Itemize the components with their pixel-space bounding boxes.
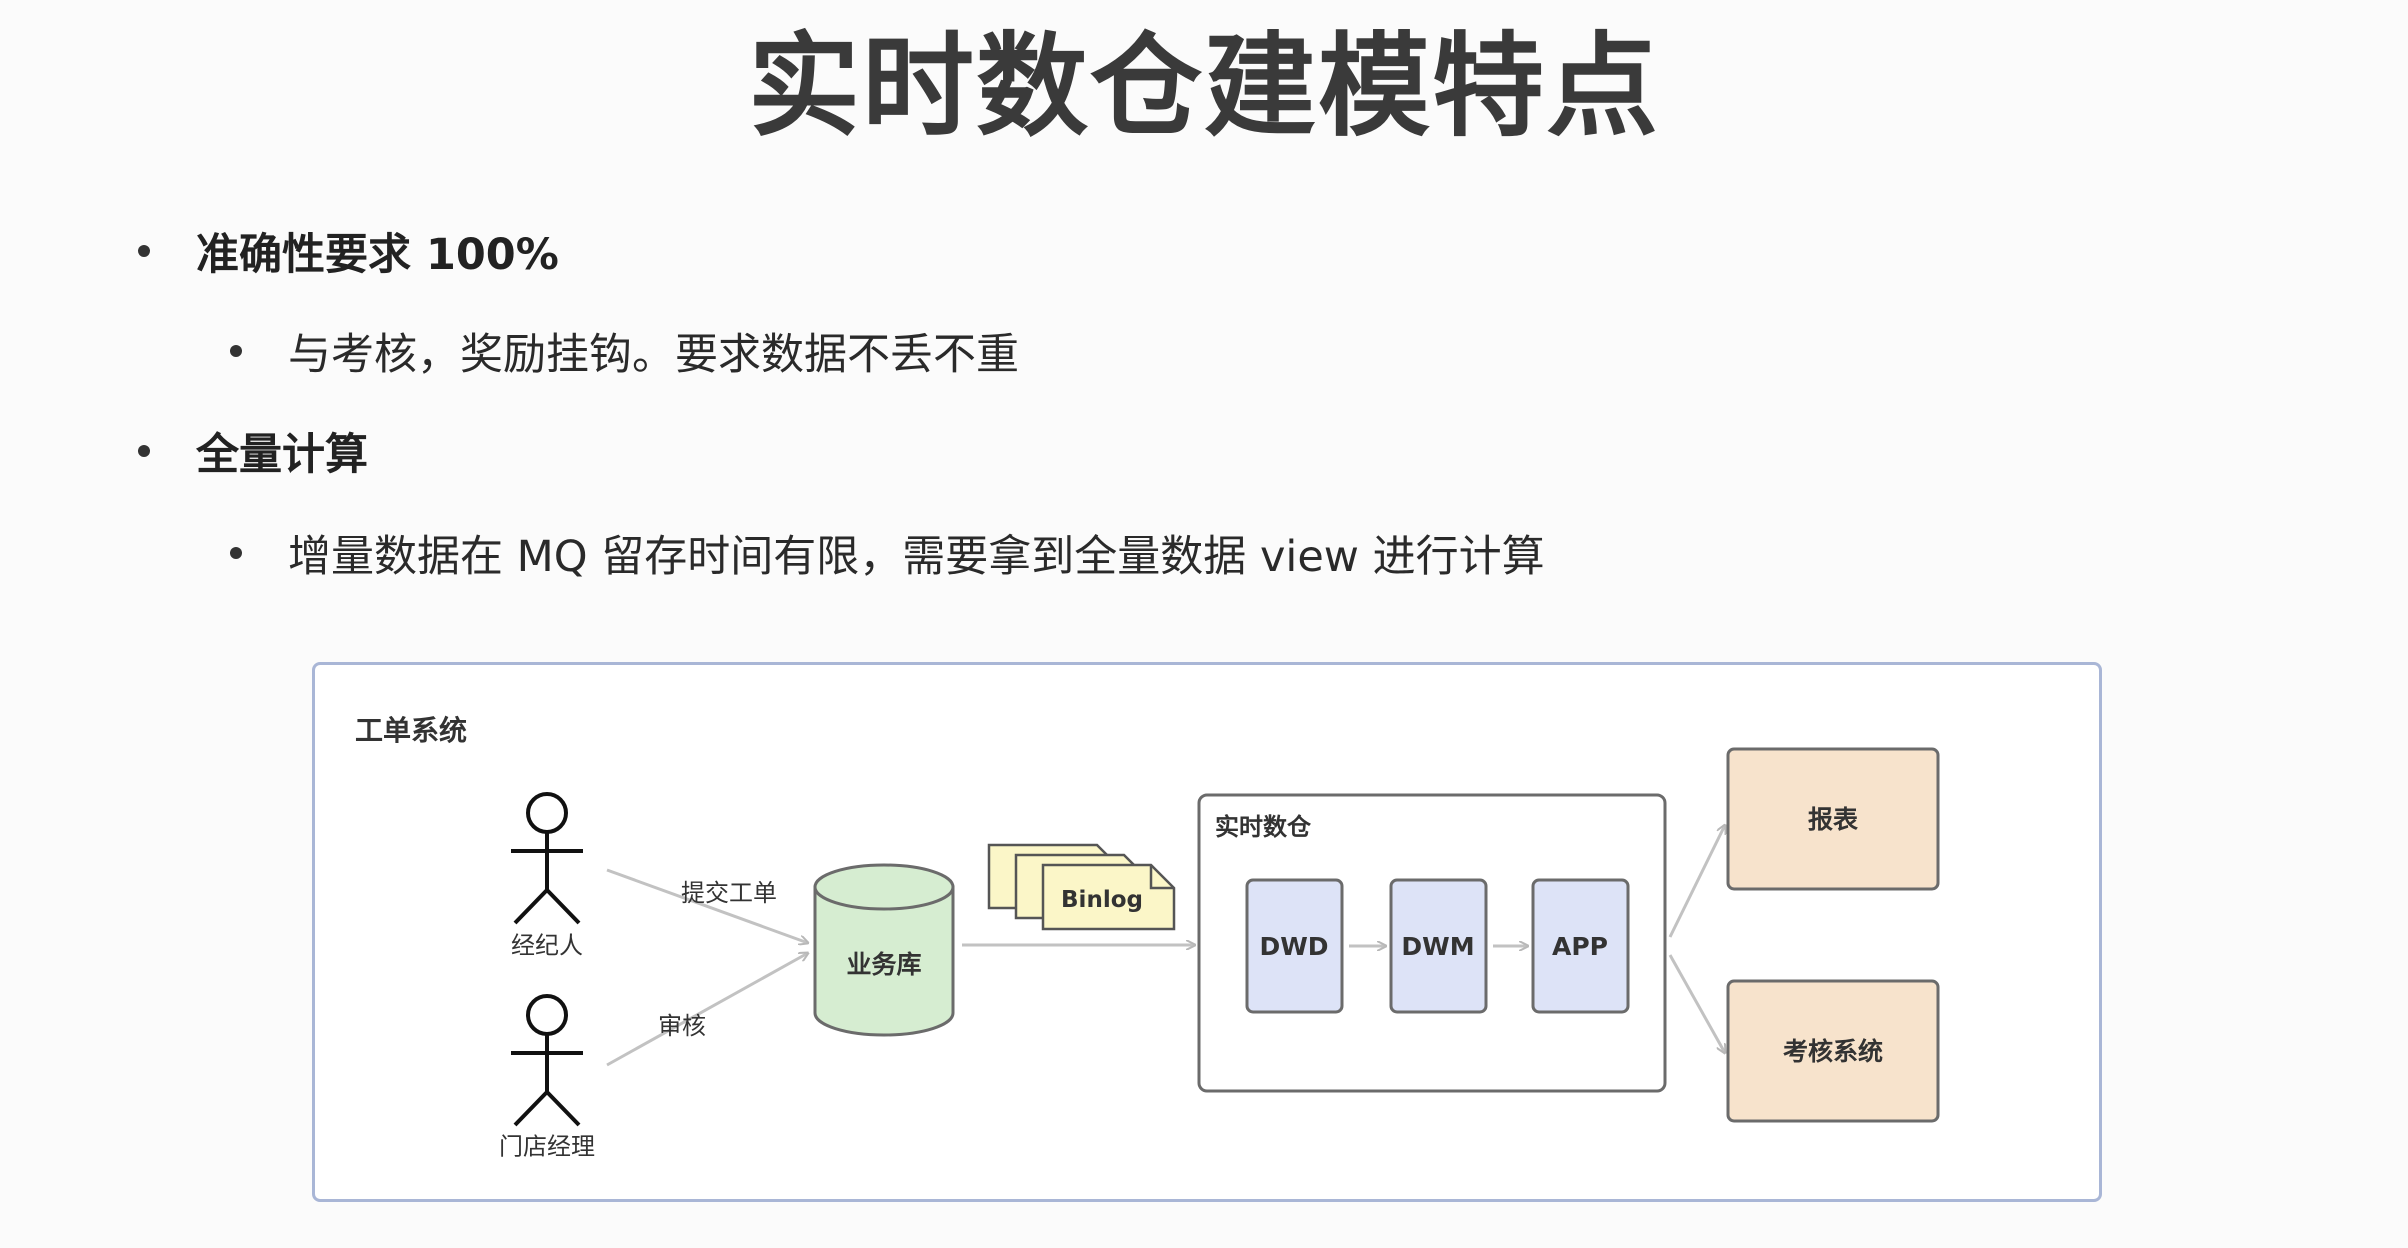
binlog-label: Binlog — [1061, 887, 1143, 913]
output-assessment-label: 考核系统 — [1783, 1037, 1883, 1066]
sub-bullet-accuracy-text: 与考核，奖励挂钩。要求数据不丢不重 — [288, 330, 1019, 380]
database-label: 业务库 — [846, 950, 921, 979]
sub-bullet-full-compute: 增量数据在 MQ 留存时间有限，需要拿到全量数据 view 进行计算 — [230, 522, 1545, 584]
edge-assessment-arrow — [1668, 954, 1725, 1053]
output-assessment-box — [1726, 979, 1940, 1123]
edge-submit-arrow — [606, 868, 808, 943]
actor-store-manager-icon — [511, 994, 583, 1127]
edge-review-arrow — [606, 953, 808, 1067]
edge-report-arrow — [1668, 825, 1725, 938]
edge-review-label: 审核 — [658, 1012, 706, 1040]
bullet-accuracy-text: 准确性要求 100% — [196, 230, 559, 280]
output-report-box — [1726, 747, 1940, 891]
page-title: 实时数仓建模特点 — [748, 22, 1660, 152]
bullet-full-compute: 全量计算 — [138, 420, 368, 482]
warehouse-label: 实时数仓 — [1215, 813, 1312, 841]
layer-dwd-box — [1245, 878, 1344, 1014]
bullet-dot — [230, 345, 242, 357]
architecture-diagram: 工单系统 经纪人 门店经理 提交工单 审核 业务库 — [312, 662, 2102, 1202]
output-report-label: 报表 — [1808, 805, 1859, 834]
sub-bullet-accuracy: 与考核，奖励挂钩。要求数据不丢不重 — [230, 320, 1019, 382]
layer-dwm-label: DWM — [1401, 932, 1474, 961]
system-label: 工单系统 — [355, 714, 467, 747]
edge-submit-label: 提交工单 — [681, 879, 777, 907]
layer-app-box — [1531, 878, 1630, 1014]
diagram-canvas: 工单系统 经纪人 门店经理 提交工单 审核 业务库 — [355, 714, 1940, 1161]
bullet-dot — [138, 445, 150, 457]
actor-agent-label: 经纪人 — [511, 932, 583, 960]
layer-dwd-label: DWD — [1259, 932, 1328, 961]
actor-store-manager-label: 门店经理 — [499, 1133, 595, 1161]
bullet-dot — [230, 547, 242, 559]
database-icon — [813, 863, 955, 1037]
layer-dwm-box — [1389, 878, 1488, 1014]
binlog-documents-icon — [987, 843, 1176, 931]
actor-agent-icon — [511, 792, 583, 925]
bullet-dot — [138, 245, 150, 257]
sub-bullet-full-compute-text: 增量数据在 MQ 留存时间有限，需要拿到全量数据 view 进行计算 — [288, 532, 1545, 582]
bullet-full-compute-text: 全量计算 — [196, 430, 368, 480]
bullet-accuracy: 准确性要求 100% — [138, 220, 559, 282]
layer-app-label: APP — [1552, 932, 1608, 961]
